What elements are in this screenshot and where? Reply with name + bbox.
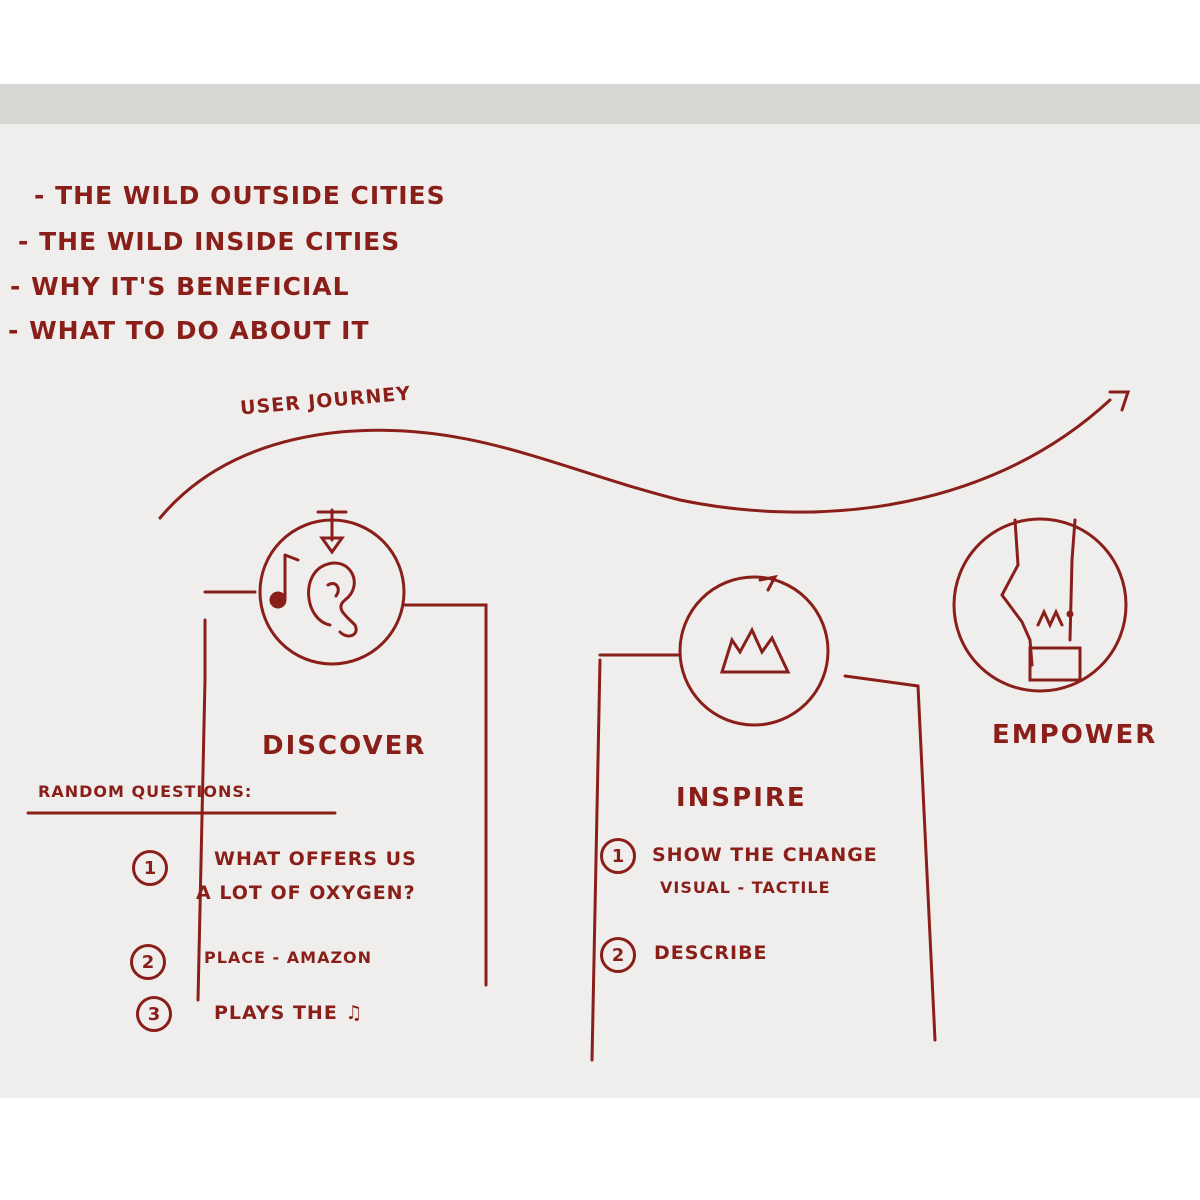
empower-title: EMPOWER [992,720,1158,750]
discover-circle [258,518,406,666]
discover-item-3-text: PLAYS THE ♫ [214,1002,364,1024]
ear-icon [307,561,358,638]
discover-title: DISCOVER [262,731,427,761]
empower-icon [1000,518,1077,667]
discover-box [196,590,488,1002]
empower-circle [952,517,1128,693]
questions-heading: RANDOM QUESTIONS: [38,782,253,801]
inspire-title: INSPIRE [676,783,807,813]
discover-arrow [316,508,348,542]
discover-item-1-line1: WHAT OFFERS US [214,848,417,870]
music-note-icon [283,553,300,600]
journey-curve [158,398,1112,520]
bullet-4: - WHAT TO DO ABOUT IT [8,316,370,345]
inspire-item-2-text: DESCRIBE [654,942,768,964]
discover-item-1-line2: A LOT OF OXYGEN? [196,882,416,904]
bullet-3: - WHY IT'S BENEFICIAL [10,272,350,301]
inspire-item-2-number: 2 [600,937,636,973]
inspire-circle [678,575,830,727]
discover-item-2-number: 2 [130,944,166,980]
discover-item-3-number: 3 [136,996,172,1032]
inspire-box [590,653,937,1062]
flame-icon [719,626,791,674]
bullet-1: - THE WILD OUTSIDE CITIES [34,181,446,210]
inspire-item-1-line1: SHOW THE CHANGE [652,844,878,866]
discover-arrow-head [319,536,345,555]
discover-item-1-number: 1 [132,850,168,886]
inspire-item-1-line2: VISUAL - TACTILE [660,878,831,897]
inspire-circle-arrow [758,574,778,592]
inspire-item-1-number: 1 [600,838,636,874]
discover-item-2-text: PLACE - AMAZON [204,948,373,967]
journey-arrowhead [1108,390,1131,412]
bullet-2: - THE WILD INSIDE CITIES [18,227,401,256]
